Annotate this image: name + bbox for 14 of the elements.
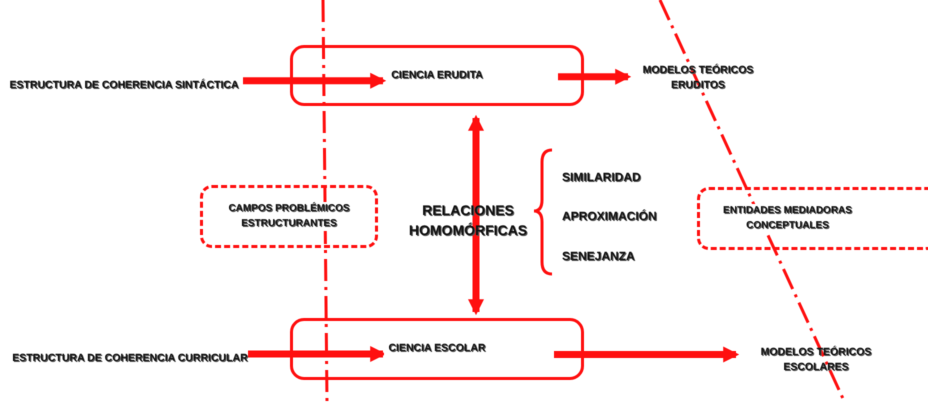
rounded-box (290, 45, 584, 106)
node-label: ESTRUCTURA DE COHERENCIA CURRICULAR (12, 338, 248, 380)
arrow (554, 346, 740, 362)
node-label: ESTRUCTURA DE COHERENCIA SINTÁCTICA (5, 66, 243, 106)
rounded-box (290, 318, 584, 380)
arrow (558, 68, 632, 85)
dashed-box (200, 185, 378, 248)
list-item: APROXIMACIÓN (562, 209, 657, 223)
arrow (468, 114, 484, 316)
list-item: SENEJANZA (562, 249, 635, 263)
arrow (243, 72, 386, 89)
arrow (248, 346, 386, 362)
dashed-box (697, 187, 928, 250)
list-item: SIMILARIDAD (562, 170, 641, 184)
